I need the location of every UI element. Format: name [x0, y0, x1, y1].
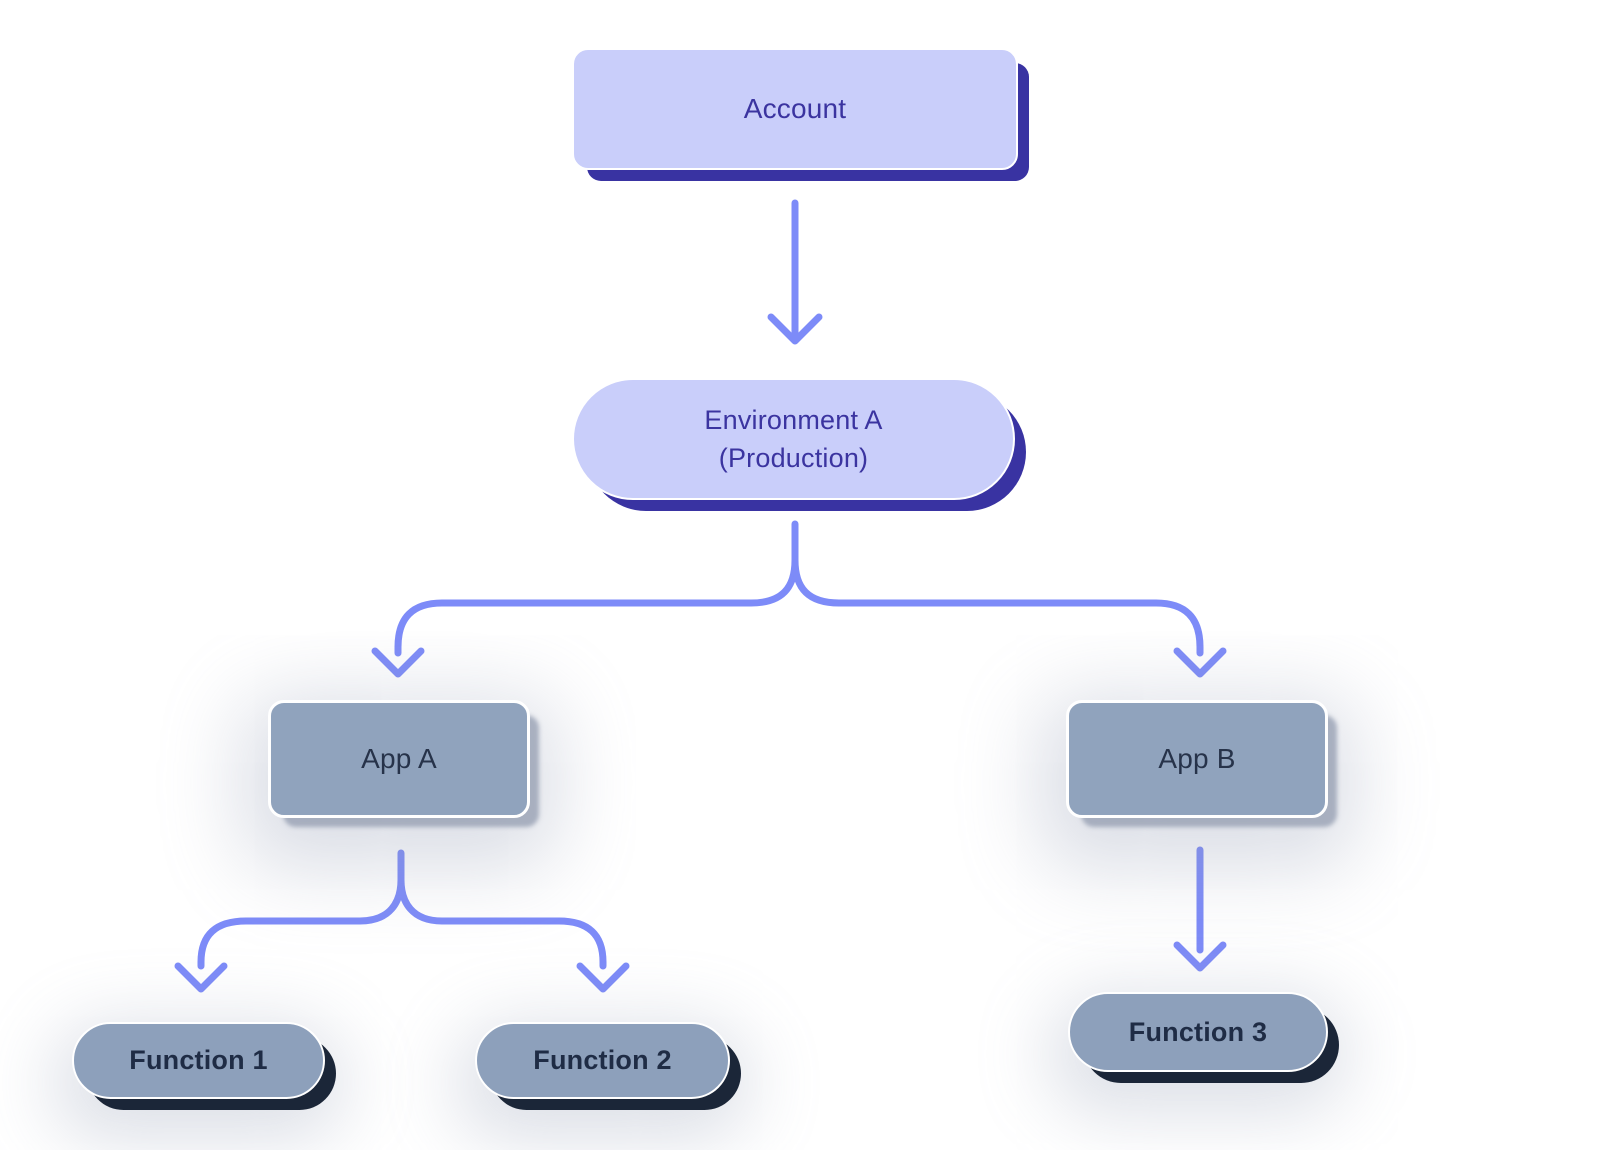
- node-function-3: Function 3: [1068, 992, 1328, 1072]
- node-account-label: Account: [743, 93, 847, 124]
- node-function-3-label: Function 3: [1128, 1016, 1268, 1047]
- node-function-2-label: Function 2: [533, 1045, 672, 1075]
- arrowhead-icon: [767, 313, 823, 345]
- arrowhead-icon: [1173, 647, 1227, 678]
- node-app-b-label: App B: [1158, 743, 1236, 774]
- node-account: Account: [572, 48, 1018, 170]
- node-function-2: Function 2: [475, 1022, 730, 1099]
- node-app-b: App B: [1066, 700, 1328, 818]
- node-environment-a: Environment A (Production): [572, 378, 1015, 500]
- node-function-1-label: Function 1: [129, 1045, 268, 1075]
- arrowhead-icon: [1173, 941, 1227, 972]
- node-function-1: Function 1: [72, 1022, 325, 1099]
- node-app-a: App A: [268, 700, 530, 818]
- edge-environment-app-b: [791, 556, 1204, 657]
- arrowhead-icon: [576, 962, 630, 993]
- arrowhead-icon: [174, 962, 228, 993]
- node-environment-a-label-line2: (Production): [718, 443, 869, 473]
- edge-app-a-function-1: [197, 849, 405, 970]
- edge-app-a-function-2: [397, 876, 607, 970]
- node-app-a-label: App A: [361, 743, 437, 774]
- node-environment-a-label-line1: Environment A: [704, 405, 883, 435]
- edge-environment-app-a: [394, 520, 799, 657]
- arrowhead-icon: [371, 647, 425, 678]
